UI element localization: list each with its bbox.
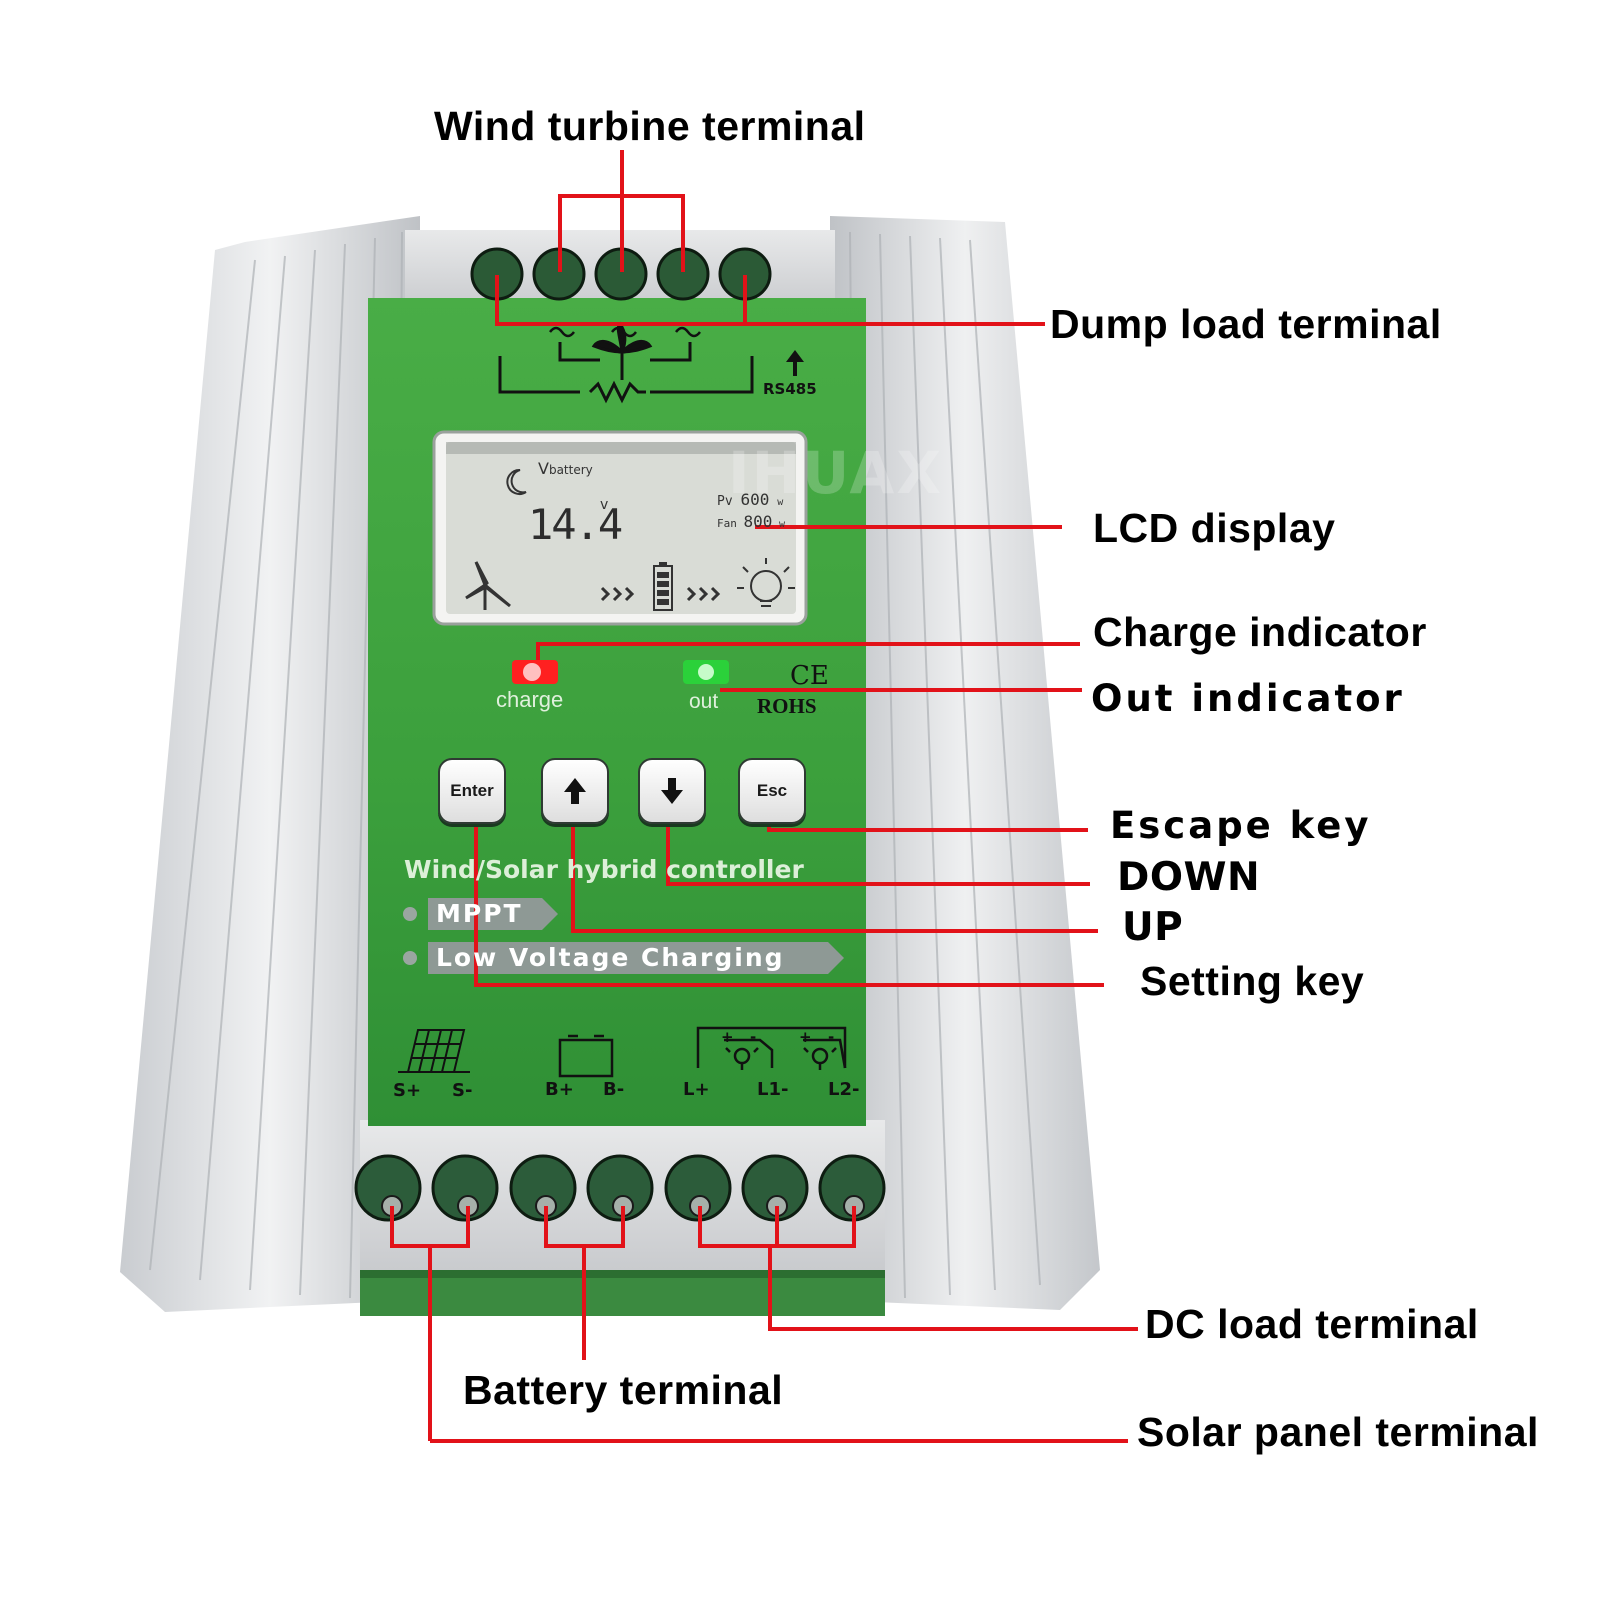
arrow-up-icon (564, 778, 586, 804)
battery-icon (558, 1034, 614, 1078)
arrow-down-icon (661, 778, 683, 804)
charge-label: charge (496, 687, 564, 712)
charging-arrows-icon (600, 586, 721, 602)
label-b-plus: B+ (545, 1079, 574, 1100)
load2-plus-mark: + (799, 1028, 812, 1046)
load1-plus-mark: + (721, 1028, 734, 1046)
rs485-arrow-icon (786, 350, 804, 376)
callout-escape-key: Escape key (1110, 804, 1372, 847)
label-s-plus: S+ (393, 1080, 422, 1101)
callout-dump-load-terminal: Dump load terminal (1050, 301, 1442, 347)
bottom-terminals (354, 1154, 886, 1222)
lcd-battery-v: V (538, 459, 549, 478)
lcd-pv-unit: w (777, 497, 784, 508)
callout-solar-panel-terminal: Solar panel terminal (1137, 1409, 1539, 1455)
terminal-s-minus (431, 1154, 499, 1222)
label-l1-minus: L1- (757, 1079, 789, 1100)
callout-out-indicator: Out indicator (1091, 677, 1405, 720)
esc-button[interactable]: Esc (738, 758, 806, 824)
callout-dc-load-terminal: DC load terminal (1145, 1301, 1479, 1347)
lcd-battery-sub: battery (548, 463, 593, 477)
lcd-battery-label: Vbattery (538, 461, 593, 477)
terminal-b-minus (586, 1154, 654, 1222)
rohs-mark: ROHS (757, 694, 817, 718)
label-l2-minus: L2- (828, 1079, 860, 1100)
load2-minus-mark: - (828, 1028, 835, 1046)
lcd-pv-label: Pv (717, 494, 733, 509)
dc-load-schematic (696, 1026, 847, 1070)
terminal-s-plus (354, 1154, 422, 1222)
lcd-pv-readout: Pv 600 w (717, 490, 784, 509)
callout-down: DOWN (1117, 855, 1261, 900)
lcd-voltage-value: 14.4 (528, 500, 623, 549)
product-title: Wind/Solar hybrid controller (404, 855, 804, 884)
leader-lines (390, 150, 1138, 1443)
label-l-plus: L+ (683, 1079, 710, 1100)
lcd-fan-unit: w (779, 519, 786, 530)
low-voltage-tag-label: Low Voltage Charging (436, 943, 785, 972)
mppt-tag-label: MPPT (436, 899, 523, 928)
lcd-fan-readout: Fan 800 w (717, 514, 785, 530)
callout-charge-indicator: Charge indicator (1093, 609, 1427, 655)
low-voltage-bullet (403, 951, 417, 965)
callout-lcd-display: LCD display (1093, 505, 1336, 551)
light-bulb-icon (737, 558, 795, 607)
right-heatsink (830, 216, 1100, 1310)
enter-button[interactable]: Enter (438, 758, 506, 824)
left-heatsink (120, 216, 420, 1312)
low-voltage-tag (428, 942, 844, 974)
watermark: IHUAX (728, 439, 944, 507)
ce-mark: CE (790, 661, 829, 691)
terminal-b-plus (509, 1154, 577, 1222)
lcd-voltage-unit: v (600, 497, 609, 513)
load1-minus-mark: - (750, 1028, 757, 1046)
out-label: out (689, 690, 719, 713)
down-button[interactable] (638, 758, 706, 824)
label-b-minus: B- (603, 1079, 625, 1100)
lcd-screen (446, 442, 796, 614)
callout-wind-turbine-terminal: Wind turbine terminal (434, 103, 866, 149)
lcd-fan-label: Fan (717, 517, 737, 530)
battery-level-icon (653, 562, 673, 611)
label-s-minus: S- (452, 1080, 473, 1101)
wind-turbine-schematic (498, 321, 754, 404)
callout-up: UP (1122, 905, 1184, 950)
up-button[interactable] (541, 758, 609, 824)
tilde-marks (549, 326, 701, 338)
wind-turbine-icon (465, 561, 511, 610)
mppt-tag (428, 898, 558, 930)
lcd-pv-value: 600 (740, 490, 770, 509)
moon-icon (506, 468, 527, 495)
solar-panel-icon (398, 1029, 470, 1073)
rs485-label: RS485 (763, 380, 817, 398)
callout-battery-terminal: Battery terminal (463, 1367, 784, 1413)
lcd-fan-value: 800 (743, 512, 773, 531)
mppt-bullet (403, 907, 417, 921)
callout-setting-key: Setting key (1140, 958, 1365, 1004)
